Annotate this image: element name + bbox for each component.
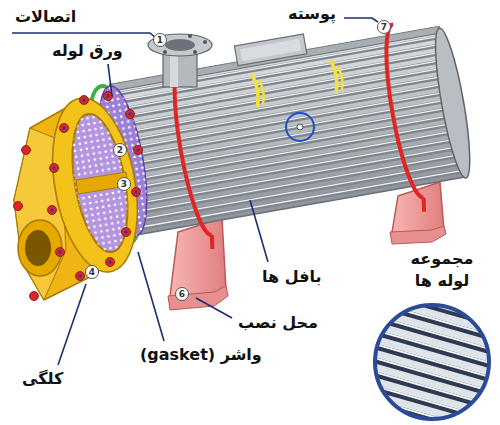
part-label: ورق لوله <box>52 40 123 62</box>
part-label: محل نصب <box>238 312 318 334</box>
callout-number: 7 <box>377 20 391 34</box>
callout-number: 6 <box>175 287 189 301</box>
zoom-marker <box>286 113 314 141</box>
part-label: واشر (gasket) <box>140 344 262 366</box>
callout-number: 3 <box>117 177 131 191</box>
nozzle <box>148 34 212 87</box>
callout-number: 1 <box>153 33 167 47</box>
tube-bundle-zoom <box>360 284 500 425</box>
part-label: پوسته <box>288 3 336 25</box>
shell <box>106 9 481 262</box>
part-label: بافل ها <box>262 266 321 288</box>
part-label: اتصالات <box>15 6 76 28</box>
part-label: کلگی <box>22 368 63 390</box>
channel-head <box>14 91 150 300</box>
part-label: مجموعه لوله ها <box>394 248 490 292</box>
callout-number: 2 <box>113 143 127 157</box>
callout-number: 4 <box>85 265 99 279</box>
leader-lines <box>12 18 378 365</box>
